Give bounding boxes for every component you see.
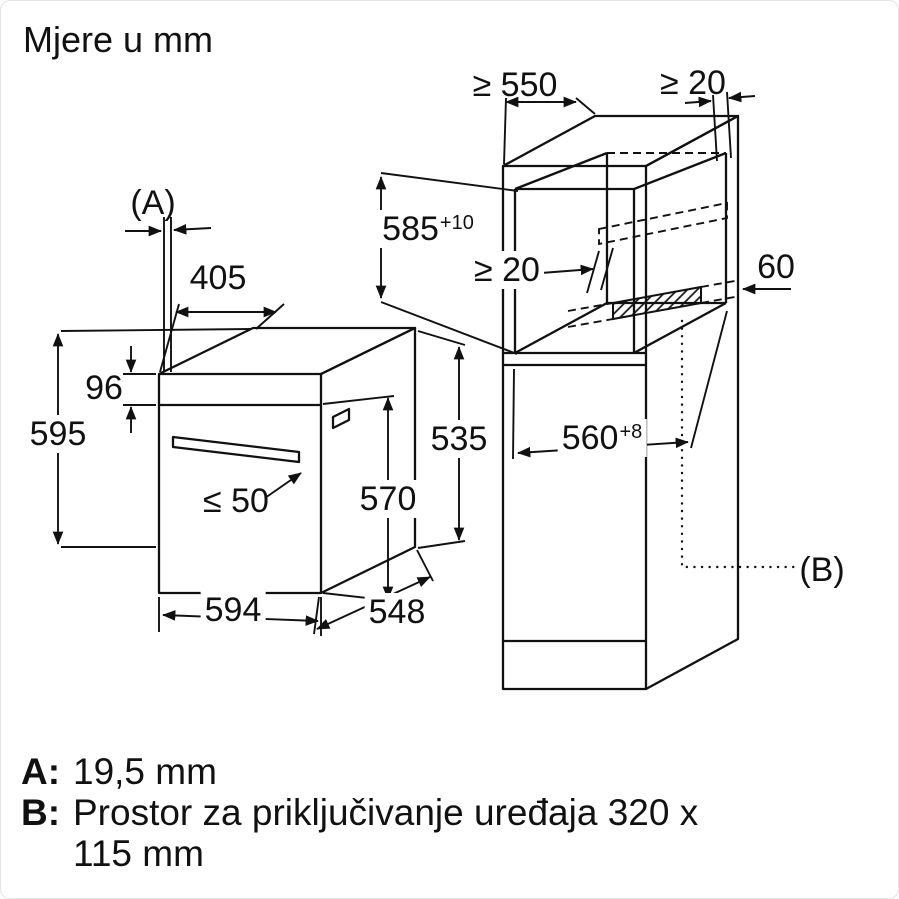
oven-dimension-lines	[52, 217, 466, 636]
dimension-label-405: 405	[189, 259, 247, 297]
dimension-label-b-ref: (B)	[799, 551, 845, 589]
tolerance-superscript: +8	[619, 421, 643, 443]
page-title: Mjere u mm	[23, 19, 214, 60]
dimension-label-548: 548	[364, 593, 430, 631]
cabinet-dimension-lines	[375, 91, 791, 460]
dimension-label-a-ref: (A)	[130, 184, 176, 222]
dimension-label-60: 60	[757, 248, 795, 286]
oven-drawing	[157, 326, 417, 595]
footnotes: A: 19,5 mm B: Prostor za priključivanje …	[21, 751, 698, 874]
footnote-a-label: A:	[21, 751, 61, 792]
dimension-label-570: 570	[355, 480, 421, 518]
dimension-label-595: 595	[25, 415, 91, 453]
oven-door-handle	[171, 435, 301, 464]
dimension-label-rear-gap-20: ≥ 20	[470, 251, 544, 289]
footnote-a-text: 19,5 mm	[73, 751, 217, 792]
dimension-label-535: 535	[426, 420, 492, 458]
dimension-label-96: 96	[85, 369, 123, 407]
dimension-label-min-550: ≥ 550	[472, 66, 558, 104]
tolerance-superscript: +10	[439, 212, 474, 234]
dimension-label-niche-width: 560+8	[557, 419, 647, 457]
cabinet-drawing	[501, 114, 740, 691]
dimension-label-top-gap-20: ≥ 20	[660, 64, 726, 102]
cabinet-hidden-edges	[567, 152, 736, 328]
footnote-b-label: B:	[21, 792, 61, 833]
footnote-a: A: 19,5 mm	[21, 751, 698, 792]
oven-side-grip	[331, 407, 351, 430]
dimension-label-594: 594	[200, 591, 266, 629]
dimension-label-niche-height: 585+10	[378, 210, 478, 248]
connection-area-hatch	[612, 285, 702, 321]
dimension-label-handle-clearance: ≤ 50	[203, 482, 269, 520]
footnote-b: B: Prostor za priključivanje uređaja 320…	[21, 792, 698, 874]
